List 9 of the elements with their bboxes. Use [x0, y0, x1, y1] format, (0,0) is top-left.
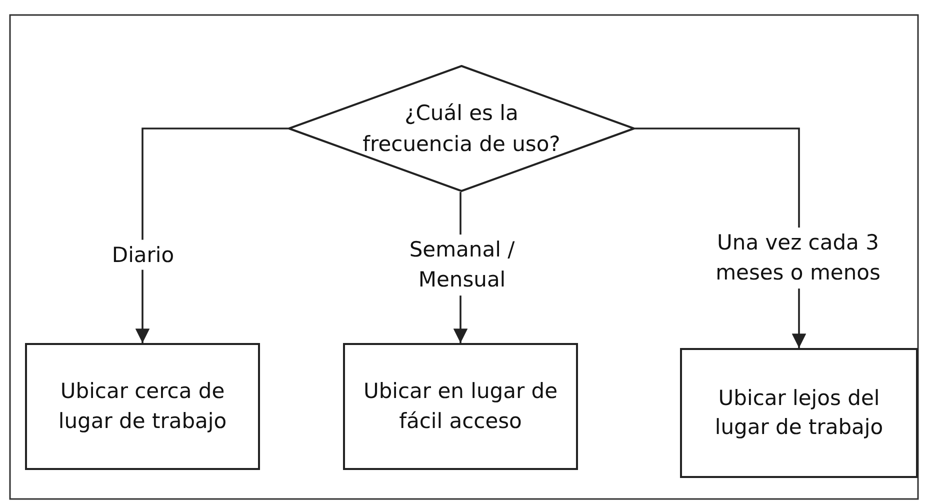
- process-box: [343, 343, 578, 470]
- decision-text: ¿Cuál es la frecuencia de uso?: [362, 100, 562, 158]
- arrow: [135, 128, 288, 343]
- box-text: Ubicar cerca de lugar de trabajo: [57, 378, 228, 434]
- box-text: Ubicar lejos del lugar de trabajo: [714, 384, 884, 441]
- process-box: [680, 348, 918, 478]
- decision-diamond: [288, 65, 635, 192]
- process-box: [25, 343, 260, 470]
- box-text: Ubicar en lugar de fácil acceso: [362, 378, 559, 434]
